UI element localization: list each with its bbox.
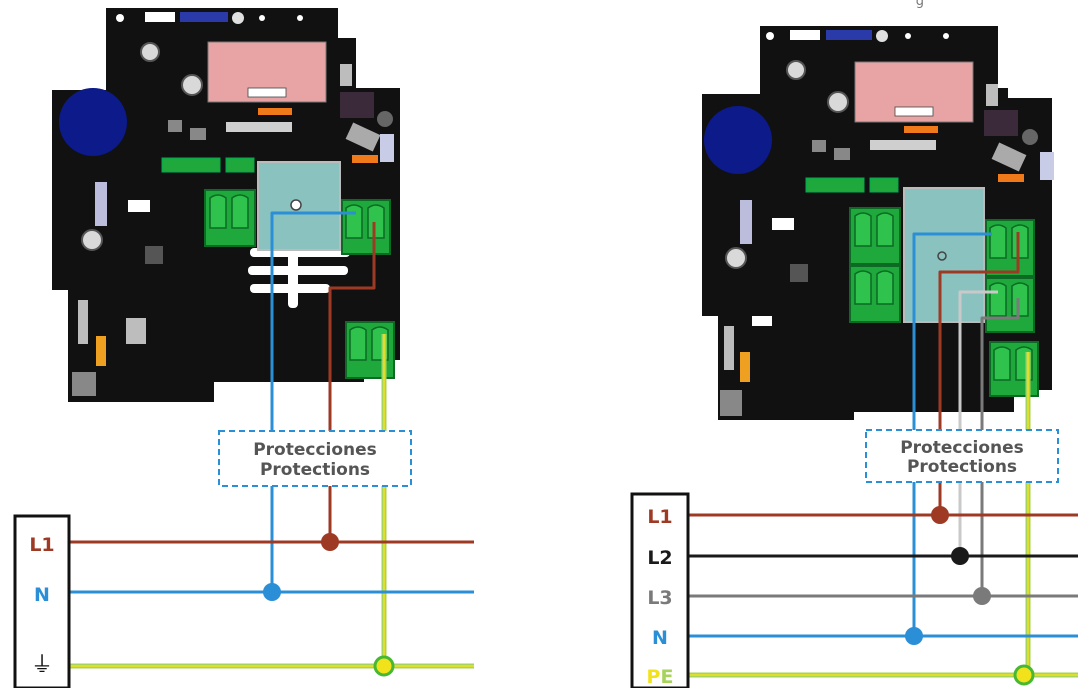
right-legend-pe: PE <box>647 666 674 688</box>
right-legend-l2: L2 <box>647 547 672 569</box>
right-legend-box <box>630 492 690 688</box>
right-junction-l1 <box>931 506 949 524</box>
corner-text: g <box>915 0 924 9</box>
right-wire-n <box>912 232 992 636</box>
right-junction-n <box>905 627 923 645</box>
left-protections-label-en: Protections <box>260 460 370 480</box>
left-legend-n: N <box>34 584 50 606</box>
right-protections-label-en: Protections <box>907 457 1017 477</box>
earth-icon: ⏚ <box>31 653 53 678</box>
right-board <box>702 26 1054 420</box>
left-protections-label-es: Protecciones <box>253 440 377 460</box>
right-terminal-left-lower <box>849 265 901 323</box>
left-protections-box <box>218 430 412 487</box>
right-terminal-right-lower <box>985 277 1035 333</box>
right-terminal-left-upper <box>849 207 901 265</box>
left-terminal-pe <box>345 321 395 379</box>
right-legend-pe-p: P <box>647 666 661 688</box>
left-mains <box>70 533 474 677</box>
left-knob <box>59 88 127 156</box>
right-legend-l3: L3 <box>647 587 672 609</box>
right-junction-l2 <box>951 547 969 565</box>
left-junction-n <box>263 583 281 601</box>
left-diagram: Protecciones Protections L1 N ⏚ <box>13 8 474 688</box>
left-wire-l1 <box>328 222 376 542</box>
left-terminal-right <box>341 199 391 255</box>
left-junction-pe <box>373 655 395 677</box>
left-board <box>52 8 400 402</box>
right-junction-pe <box>1013 664 1035 686</box>
right-legend-n: N <box>652 627 668 649</box>
right-legend-l1: L1 <box>647 506 672 528</box>
right-junction-l3 <box>973 587 991 605</box>
right-legend-pe-e: E <box>660 666 673 688</box>
left-legend-l1: L1 <box>29 534 54 556</box>
right-terminal-right-upper <box>985 219 1035 277</box>
right-terminal-pe <box>989 341 1039 397</box>
left-junction-l1 <box>321 533 339 551</box>
right-protections-box <box>865 429 1059 483</box>
left-legend-box <box>13 514 71 688</box>
right-mains <box>688 506 1078 686</box>
right-diagram: Protecciones Protections L1 L2 L3 N PE <box>630 26 1078 688</box>
right-knob <box>704 106 772 174</box>
right-wire-l1 <box>938 232 1020 515</box>
left-terminal-left <box>204 189 256 247</box>
right-protections-label-es: Protecciones <box>900 438 1024 458</box>
